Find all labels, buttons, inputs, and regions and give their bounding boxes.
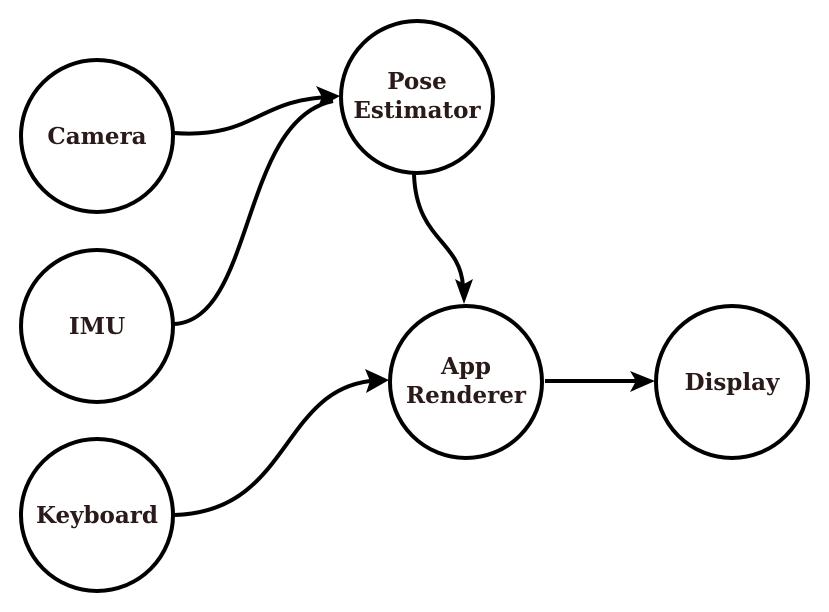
node-pose-estimator-label-line1: Pose <box>387 68 447 95</box>
node-app-renderer-circle <box>388 304 544 460</box>
node-display-circle <box>654 304 810 460</box>
node-app-renderer-label-line1: App <box>440 353 491 380</box>
node-imu-label: IMU <box>69 313 125 340</box>
node-display-label: Display <box>685 369 780 396</box>
edge-imu-to-pose-estimator <box>173 99 334 326</box>
node-pose-estimator-label-line2: Estimator <box>353 97 481 124</box>
arrowhead-app-renderer-to-display <box>630 371 655 392</box>
node-keyboard: Keyboard <box>19 437 175 593</box>
edge-pose-estimator-to-app-renderer <box>412 173 465 287</box>
node-display: Display <box>654 304 810 460</box>
node-camera-circle <box>19 58 175 214</box>
node-keyboard-label: Keyboard <box>36 502 158 529</box>
node-pose-estimator: Pose Estimator <box>339 19 495 175</box>
edge-camera-to-pose-estimator <box>173 95 334 136</box>
node-camera: Camera <box>19 58 175 214</box>
arrowhead-pose-estimator-to-app-renderer <box>455 279 473 304</box>
edges <box>173 86 655 517</box>
node-imu-circle <box>19 248 175 404</box>
node-imu: IMU <box>19 248 175 404</box>
node-pose-estimator-circle <box>339 19 495 175</box>
node-camera-label: Camera <box>47 123 146 150</box>
edge-keyboard-to-app-renderer <box>173 379 371 517</box>
node-app-renderer-label-line2: Renderer <box>406 382 527 409</box>
node-keyboard-circle <box>19 437 175 593</box>
node-app-renderer: App Renderer <box>388 304 544 460</box>
nodes: Camera IMU Keyboard Pose Estimator App R… <box>19 19 810 593</box>
arrowhead-keyboard-to-app-renderer <box>365 369 389 393</box>
